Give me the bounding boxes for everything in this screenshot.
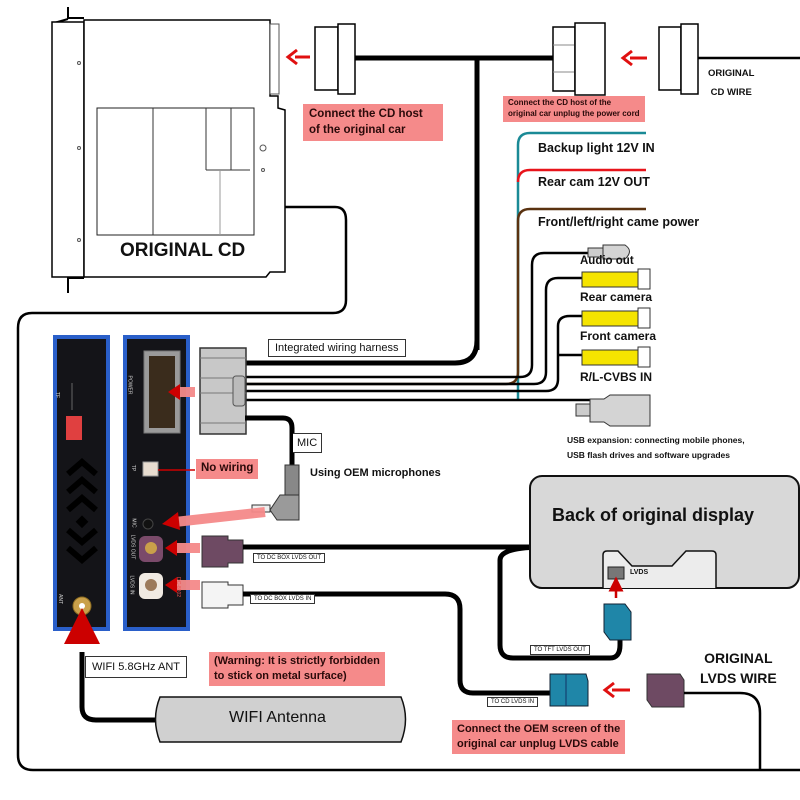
tf-slot-label: TF bbox=[54, 391, 61, 399]
arrow-into-power-plug bbox=[620, 49, 647, 67]
rear-cam-12v-wire bbox=[516, 168, 646, 183]
cvbs-in-label: R/L-CVBS IN bbox=[580, 370, 652, 384]
to-cd-lvds-in-label: TO CD LVDS IN bbox=[487, 697, 539, 707]
original-cd-unit bbox=[51, 7, 286, 293]
original-lvds-wire-line1: ORIGINAL bbox=[704, 650, 773, 666]
rear-cam-power-label: Rear cam 12V OUT bbox=[538, 175, 650, 189]
audio-out-label: Audio out bbox=[580, 255, 634, 267]
usb-note-line1: USB expansion: connecting mobile phones, bbox=[567, 435, 745, 445]
power-cord-note: Connect the CD host of the original car … bbox=[503, 96, 645, 122]
wifi-antenna bbox=[154, 696, 407, 743]
mic-label: MIC bbox=[293, 433, 323, 453]
arrow-into-cd-lvds bbox=[602, 681, 630, 699]
lvds-in-plug bbox=[201, 581, 244, 609]
cd-host-note-line2: of the original car bbox=[309, 123, 406, 136]
nav-box-left-panel bbox=[53, 335, 110, 631]
original-lvds-wire-line2: LVDS WIRE bbox=[700, 670, 777, 686]
cvbs-in-rca bbox=[581, 346, 651, 368]
oem-screen-note-line1: Connect the OEM screen of the bbox=[457, 723, 621, 735]
cd-host-note: Connect the CD host of the original car bbox=[303, 104, 443, 142]
original-cd-label: ORIGINAL CD bbox=[120, 240, 246, 261]
front-camera-label: Front camera bbox=[580, 329, 657, 343]
power-cord-plug bbox=[552, 22, 606, 96]
original-cd-wire-plug bbox=[658, 23, 800, 95]
no-wiring-note: No wiring bbox=[196, 459, 259, 479]
oem-screen-note-line2: original car unplug LVDS cable bbox=[457, 737, 619, 750]
tft-lvds-out-plug bbox=[603, 603, 632, 641]
wifi-warning-line2: to stick on metal surface) bbox=[214, 669, 347, 682]
original-cd-wire-label: ORIGINAL CD WIRE bbox=[708, 64, 754, 102]
original-display-back bbox=[529, 475, 800, 589]
display-title: Back of original display bbox=[552, 505, 755, 525]
model-label: DC-8802 bbox=[175, 576, 182, 598]
wifi-ant-label: WIFI 5.8GHz ANT bbox=[85, 656, 188, 678]
usb-note-line2: USB flash drives and software upgrades bbox=[567, 450, 730, 460]
harness-label: Integrated wiring harness bbox=[268, 339, 406, 357]
wifi-antenna-label: WIFI Antenna bbox=[229, 709, 326, 726]
front-camera-rca bbox=[581, 307, 651, 329]
cd-lvds-in-plug bbox=[549, 673, 589, 707]
usb-note: USB expansion: connecting mobile phones,… bbox=[567, 433, 745, 463]
power-port-label: POWER bbox=[126, 375, 133, 395]
lvds-out-port-label: LVDS OUT bbox=[129, 534, 136, 560]
to-dc-box-lvds-in-label: TO DC BOX LVDS IN bbox=[250, 594, 316, 604]
tp-port-label: TP bbox=[130, 464, 137, 472]
wifi-warning-note: (Warning: It is strictly forbidden to st… bbox=[209, 652, 385, 686]
rear-camera-rca bbox=[581, 268, 651, 290]
lvds-port-label: LVDS bbox=[630, 569, 649, 576]
rear-camera-label: Rear camera bbox=[580, 290, 653, 304]
original-cd-wire-line1: ORIGINAL bbox=[708, 68, 755, 79]
wifi-warning-line1: (Warning: It is strictly forbidden bbox=[214, 655, 380, 667]
arrow-into-cd bbox=[285, 48, 310, 66]
cd-to-box-cable bbox=[16, 205, 800, 772]
power-cord-note-line2: original car unplug the power cord bbox=[508, 108, 640, 118]
original-lvds-plug bbox=[646, 673, 685, 708]
original-cd-wire-line2: CD WIRE bbox=[710, 87, 752, 98]
lvds-out-plug bbox=[201, 535, 244, 568]
to-dc-box-lvds-out-label: TO DC BOX LVDS OUT bbox=[253, 553, 326, 563]
original-lvds-wire-label: ORIGINAL LVDS WIRE bbox=[700, 648, 777, 688]
cd-host-note-line1: Connect the CD host bbox=[309, 108, 423, 120]
power-cord-note-line1: Connect the CD host of the bbox=[508, 98, 612, 107]
usb-connector bbox=[575, 394, 651, 427]
lvds-in-port-label: LVDS IN bbox=[128, 575, 135, 595]
backup-light-wire bbox=[516, 131, 646, 400]
oem-mic-note: Using OEM microphones bbox=[310, 467, 441, 479]
front-cam-power-label: Front/left/right came power bbox=[538, 215, 700, 229]
oem-screen-note: Connect the OEM screen of the original c… bbox=[452, 720, 626, 754]
to-tft-lvds-out-label: TO TFT LVDS OUT bbox=[530, 645, 590, 655]
mic-port-label: MIC bbox=[130, 518, 137, 528]
ant-port-label: ANT bbox=[57, 594, 63, 604]
harness-connector bbox=[199, 347, 247, 435]
backup-light-label: Backup light 12V IN bbox=[538, 141, 655, 155]
audio-out-jack bbox=[587, 244, 630, 260]
cd-host-plug bbox=[314, 23, 356, 95]
